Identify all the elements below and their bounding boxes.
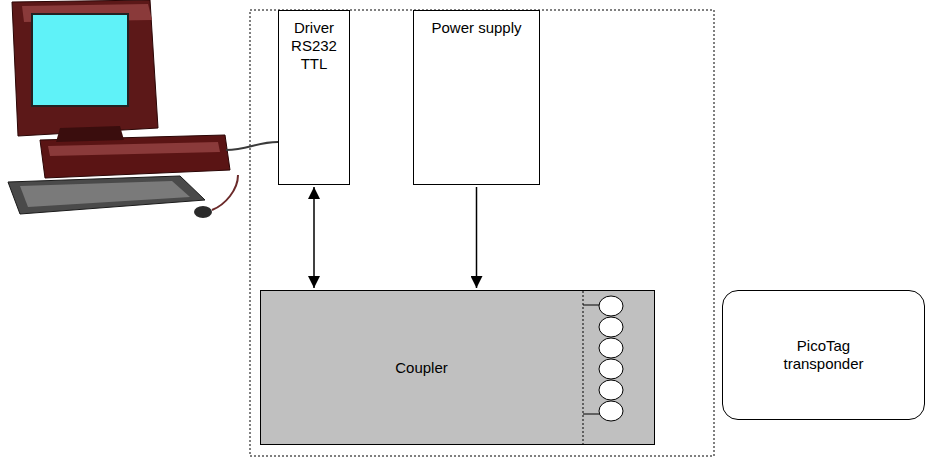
driver-box: Driver RS232 TTL: [278, 10, 350, 185]
monitor-screen: [32, 14, 128, 106]
coil-lead: [583, 305, 610, 306]
mouse-cable: [212, 175, 238, 210]
transponder-box: PicoTag transponder: [722, 290, 925, 420]
node-label: Power supply: [431, 19, 521, 37]
computer-base-highlight: [48, 142, 220, 156]
node-label: PicoTag transponder: [764, 337, 884, 373]
serial-cable: [226, 142, 278, 150]
signal-arrow: [476, 187, 478, 288]
keyboard: [8, 176, 205, 214]
coil-turn: [599, 380, 623, 400]
power-supply-box: Power supply: [413, 10, 540, 185]
coil-turn: [599, 401, 623, 421]
coil-turn: [599, 296, 623, 316]
signal-arrow: [313, 187, 315, 288]
coil-lead: [583, 414, 610, 415]
monitor-frame: [12, 0, 158, 136]
keyboard-keys: [20, 181, 190, 207]
computer-icon: [8, 0, 238, 218]
coil-turn: [599, 338, 623, 358]
coil-divider: [583, 291, 584, 444]
node-label: Coupler: [395, 359, 448, 377]
coil-turn: [599, 317, 623, 337]
monitor-stand: [56, 126, 124, 142]
coil-turn: [599, 359, 623, 379]
mouse: [194, 206, 212, 218]
coupler-box: Coupler: [260, 290, 655, 445]
node-label: Driver RS232 TTL: [284, 19, 344, 73]
housing-outline: [250, 10, 714, 456]
